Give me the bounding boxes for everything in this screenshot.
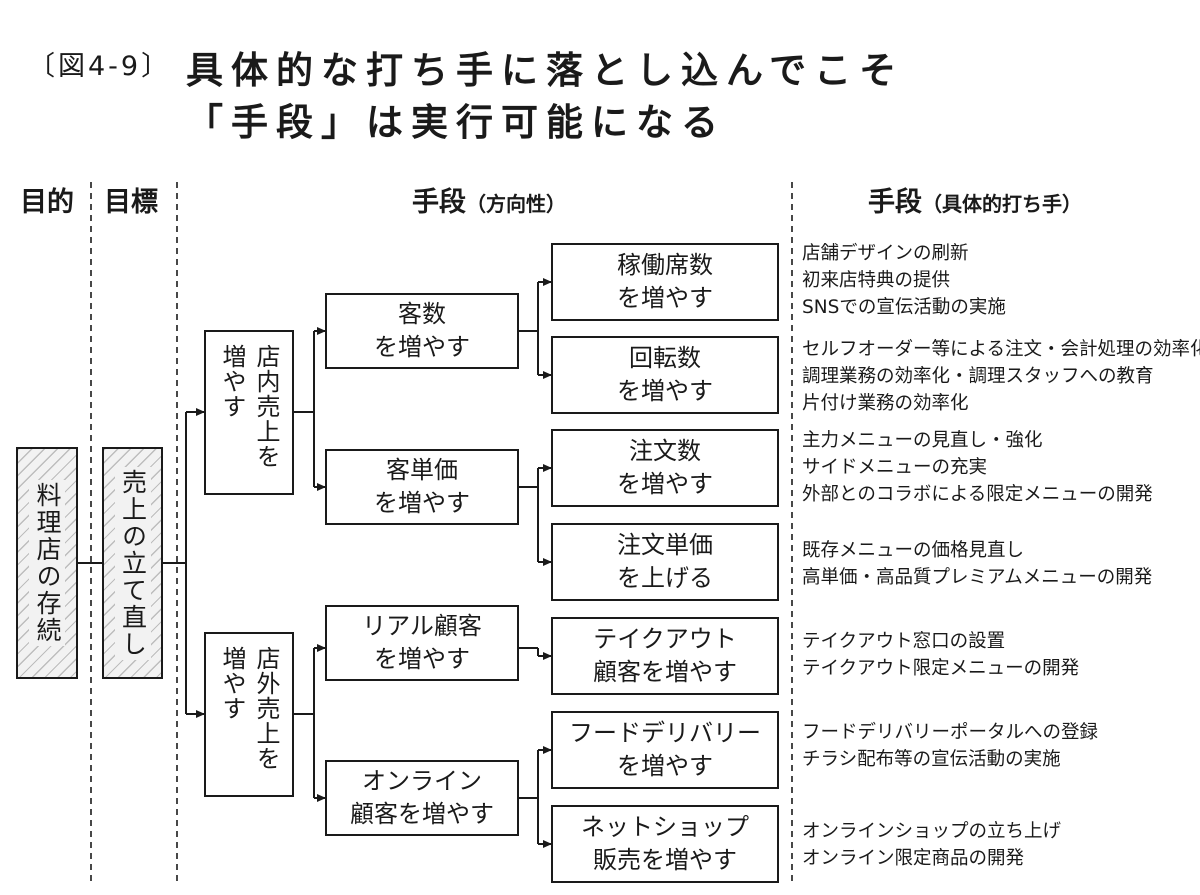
tactic-item: 片付け業務の効率化: [802, 393, 969, 414]
tactic-item: 初来店特典の提供: [802, 270, 951, 291]
level2-unit-price-box: 客単価 を増やす: [325, 449, 519, 525]
figure-title-line-1: 具体的な打ち手に落とし込んでこそ: [186, 49, 905, 92]
tactic-item: オンライン限定商品の開発: [802, 848, 1025, 869]
level3-takeout-box: テイクアウト 顧客を増やす: [551, 617, 779, 695]
purpose-box: 料理店の存続: [16, 447, 78, 679]
goal-label: 売上の立て直し: [114, 466, 151, 660]
level3-seats-line1: 稼働席数: [617, 251, 713, 279]
header-means-direction-main: 手段: [412, 187, 466, 218]
level1-instore-sales-box: 店内売上を 増やす: [204, 330, 294, 495]
level2-unit-price-line2: を増やす: [374, 489, 470, 517]
tactics-seats: 店舗デザインの刷新 初来店特典の提供 SNSでの宣伝活動の実施: [802, 240, 1194, 321]
level2-online-customers-box: オンライン 顧客を増やす: [325, 760, 519, 836]
level3-takeout-line2: 顧客を増やす: [593, 658, 737, 686]
level3-turnover-line1: 回転数: [629, 344, 701, 372]
level1-outstore-col1: 店外売上を: [252, 646, 280, 771]
tactics-netshop: オンラインショップの立ち上げ オンライン限定商品の開発: [802, 818, 1194, 872]
tactic-item: サイドメニューの充実: [802, 457, 988, 478]
header-purpose: 目的: [20, 187, 74, 218]
level3-delivery-line2: を増やす: [617, 752, 713, 780]
tactic-item: 外部とのコラボによる限定メニューの開発: [802, 484, 1153, 505]
figure-label: 〔図4-9〕: [28, 51, 172, 82]
header-goal: 目標: [104, 187, 158, 218]
level2-real-customers-box: リアル顧客 を増やす: [325, 605, 519, 681]
level3-order-count-line1: 注文数: [629, 437, 701, 465]
level3-delivery-box: フードデリバリー を増やす: [551, 711, 779, 789]
level3-order-count-box: 注文数 を増やす: [551, 429, 779, 507]
header-means-direction-sub: （方向性）: [466, 192, 566, 216]
level3-takeout-line1: テイクアウト: [593, 625, 737, 653]
level3-order-price-line1: 注文単価: [617, 531, 713, 559]
goal-box: 売上の立て直し: [102, 447, 163, 679]
level3-order-count-line2: を増やす: [617, 470, 713, 498]
level1-instore-col1: 店内売上を: [252, 344, 280, 469]
figure-title-line-2: 「手段」は実行可能になる: [186, 101, 726, 144]
header-means-direction: 手段（方向性）: [412, 180, 566, 219]
level2-unit-price-line1: 客単価: [386, 456, 458, 484]
header-means-concrete: 手段（具体的打ち手）: [868, 180, 1082, 219]
tactics-takeout: テイクアウト窓口の設置 テイクアウト限定メニューの開発: [802, 628, 1194, 682]
tactics-delivery: フードデリバリーポータルへの登録 チラシ配布等の宣伝活動の実施: [802, 719, 1194, 773]
tactic-item: オンラインショップの立ち上げ: [802, 821, 1062, 842]
level3-order-price-box: 注文単価 を上げる: [551, 523, 779, 601]
header-means-concrete-sub: （具体的打ち手）: [922, 192, 1082, 216]
tactic-item: 既存メニューの価格見直し: [802, 540, 1025, 561]
tactic-item: 主力メニューの見直し・強化: [802, 430, 1043, 451]
level2-online-customers-line2: 顧客を増やす: [350, 800, 494, 828]
level3-netshop-line1: ネットショップ: [581, 813, 749, 841]
level3-seats-box: 稼働席数 を増やす: [551, 243, 779, 321]
level3-turnover-line2: を増やす: [617, 377, 713, 405]
level2-customers-line1: 客数: [398, 300, 446, 328]
level3-seats-line2: を増やす: [617, 284, 713, 312]
tactic-item: テイクアウト窓口の設置: [802, 631, 1006, 652]
tactic-item: 調理業務の効率化・調理スタッフへの教育: [802, 366, 1154, 387]
level3-netshop-line2: 販売を増やす: [593, 846, 737, 874]
tactic-item: チラシ配布等の宣伝活動の実施: [802, 749, 1061, 770]
level3-order-price-line2: を上げる: [617, 564, 713, 592]
tactics-order-price: 既存メニューの価格見直し 高単価・高品質プレミアムメニューの開発: [802, 537, 1194, 591]
tactics-turnover: セルフオーダー等による注文・会計処理の効率化 調理業務の効率化・調理スタッフへの…: [802, 336, 1200, 417]
level2-real-customers-line1: リアル顧客: [362, 612, 482, 640]
level3-netshop-box: ネットショップ 販売を増やす: [551, 805, 779, 883]
tactic-item: 高単価・高品質プレミアムメニューの開発: [802, 567, 1153, 588]
header-means-concrete-main: 手段: [868, 187, 922, 218]
tactic-item: SNSでの宣伝活動の実施: [802, 297, 1006, 318]
level1-outstore-sales-box: 店外売上を 増やす: [204, 632, 294, 797]
tactic-item: セルフオーダー等による注文・会計処理の効率化: [802, 339, 1200, 360]
level2-online-customers-line1: オンライン: [362, 767, 482, 795]
tactic-item: 店舗デザインの刷新: [802, 243, 969, 264]
level1-instore-col2: 増やす: [218, 344, 246, 419]
purpose-label: 料理店の存続: [29, 480, 65, 646]
level2-real-customers-line2: を増やす: [374, 645, 470, 673]
level2-customers-line2: を増やす: [374, 333, 470, 361]
level2-customers-box: 客数 を増やす: [325, 293, 519, 369]
tactic-item: テイクアウト限定メニューの開発: [802, 658, 1080, 679]
level3-delivery-line1: フードデリバリー: [569, 719, 761, 747]
level1-outstore-col2: 増やす: [218, 646, 246, 721]
level3-turnover-box: 回転数 を増やす: [551, 336, 779, 414]
tactic-item: フードデリバリーポータルへの登録: [802, 722, 1099, 743]
tactics-order-count: 主力メニューの見直し・強化 サイドメニューの充実 外部とのコラボによる限定メニュ…: [802, 427, 1194, 508]
